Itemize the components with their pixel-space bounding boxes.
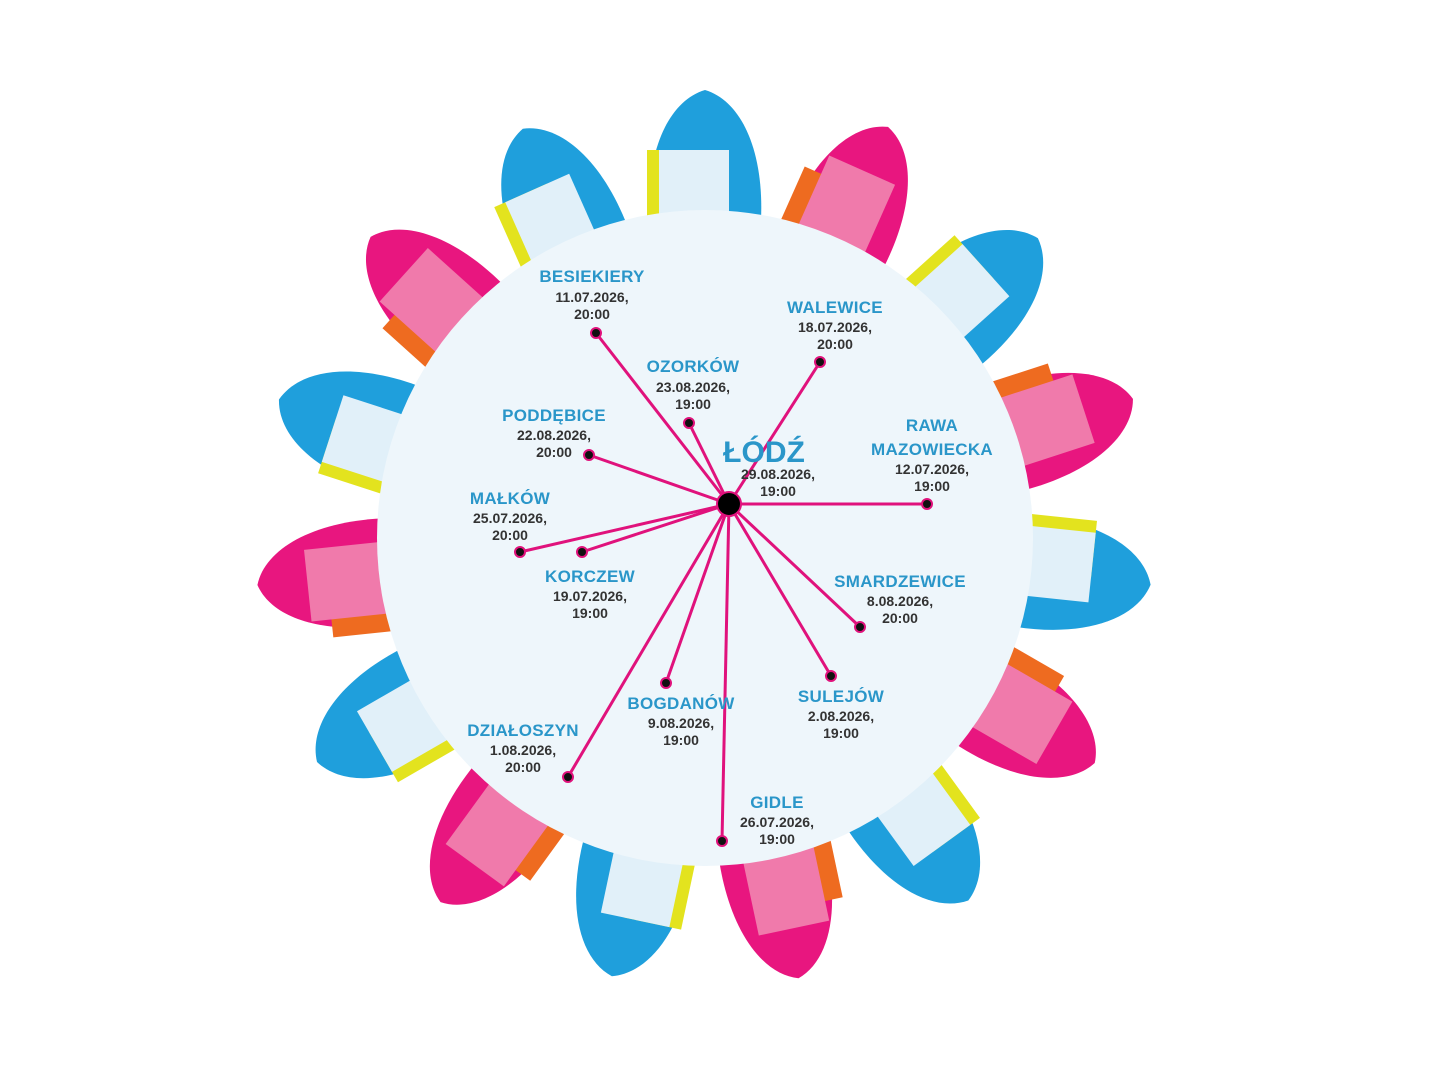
stop-date: 11.07.2026, [555, 289, 628, 305]
stop-city: BOGDANÓW [627, 694, 735, 713]
stop-marker [660, 677, 672, 689]
stop-city: RAWA [906, 416, 958, 435]
stop-korczew: KORCZEW 19.07.2026, 19:00 [545, 567, 636, 621]
route-spoke [727, 503, 833, 677]
route-spoke [727, 502, 862, 629]
hub-time: 19:00 [760, 483, 796, 499]
stop-city: PODDĘBICE [502, 406, 606, 425]
stop-besiekiery: BESIEKIERY 11.07.2026, 20:00 [539, 267, 645, 322]
stop-time: 19:00 [663, 732, 699, 748]
stop-date: 22.08.2026, [517, 427, 591, 443]
stop-time: 19:00 [914, 478, 950, 494]
stop-time: 20:00 [492, 527, 528, 543]
stop-marker [921, 498, 933, 510]
hub-city: ŁÓDŹ [723, 435, 805, 469]
stop-time: 20:00 [882, 610, 918, 626]
stop-smardzewice: SMARDZEWICE 8.08.2026, 20:00 [834, 572, 966, 626]
stop-gidle: GIDLE 26.07.2026, 19:00 [740, 793, 814, 847]
stop-date: 1.08.2026, [490, 742, 556, 758]
stop-marker [562, 771, 574, 783]
stop-marker [854, 621, 866, 633]
stop-time: 19:00 [675, 396, 711, 412]
stop-city: SMARDZEWICE [834, 572, 966, 591]
stop-marker [583, 449, 595, 461]
stop-date: 25.07.2026, [473, 510, 547, 526]
stop-date: 18.07.2026, [798, 319, 872, 335]
stop-city: SULEJÓW [798, 687, 885, 706]
stop-city: DZIAŁOSZYN [467, 721, 579, 740]
stop-date: 23.08.2026, [656, 379, 730, 395]
stop-marker [716, 835, 728, 847]
stop-city: BESIEKIERY [539, 267, 645, 286]
stop-city-line2: MAZOWIECKA [871, 440, 993, 459]
stop-bogdanow: BOGDANÓW 9.08.2026, 19:00 [627, 694, 735, 748]
stop-marker [576, 546, 588, 558]
stop-marker [514, 546, 526, 558]
stop-dzialoszyn: DZIAŁOSZYN 1.08.2026, 20:00 [467, 721, 579, 775]
route-disc [377, 210, 1033, 866]
stop-time: 19:00 [823, 725, 859, 741]
stop-time: 19:00 [759, 831, 795, 847]
route-spoke [566, 503, 731, 778]
stop-marker [814, 356, 826, 368]
hub-label: ŁÓDŹ 29.08.2026, 19:00 [723, 435, 815, 499]
route-spoke [594, 332, 731, 505]
stop-city: MAŁKÓW [470, 489, 551, 508]
stop-marker [590, 327, 602, 339]
route-spoke [664, 503, 731, 684]
stop-date: 26.07.2026, [740, 814, 814, 830]
stop-marker [683, 417, 695, 429]
route-spoke [581, 502, 730, 554]
stop-walewice: WALEWICE 18.07.2026, 20:00 [787, 298, 883, 352]
stop-poddebice: PODDĘBICE 22.08.2026, 20:00 [502, 406, 606, 460]
stop-sulejow: SULEJÓW 2.08.2026, 19:00 [798, 687, 885, 741]
route-spoke [687, 422, 731, 505]
route-spoke [727, 361, 822, 505]
hub-marker [716, 491, 742, 517]
stop-city: WALEWICE [787, 298, 883, 317]
stop-malkow: MAŁKÓW 25.07.2026, 20:00 [470, 489, 551, 543]
stop-date: 2.08.2026, [808, 708, 874, 724]
stop-date: 19.07.2026, [553, 588, 627, 604]
stop-date: 8.08.2026, [867, 593, 933, 609]
stop-time: 20:00 [817, 336, 853, 352]
stop-date: 9.08.2026, [648, 715, 714, 731]
stop-time: 19:00 [572, 605, 608, 621]
stop-city: KORCZEW [545, 567, 636, 586]
stop-time: 20:00 [505, 759, 541, 775]
stop-rawa-mazowiecka: RAWA MAZOWIECKA 12.07.2026, 19:00 [871, 416, 993, 494]
hub-date: 29.08.2026, [741, 466, 815, 482]
stop-city: OZORKÓW [647, 357, 740, 376]
route-spoke [519, 502, 730, 554]
stop-time: 20:00 [536, 444, 572, 460]
route-spoke [588, 453, 730, 506]
stop-marker [825, 670, 837, 682]
route-spokes [514, 327, 933, 847]
stop-date: 12.07.2026, [895, 461, 969, 477]
stop-time: 20:00 [574, 306, 610, 322]
stop-city: GIDLE [750, 793, 803, 812]
route-spoke [720, 503, 731, 842]
stop-ozorkow: OZORKÓW 23.08.2026, 19:00 [647, 357, 740, 412]
